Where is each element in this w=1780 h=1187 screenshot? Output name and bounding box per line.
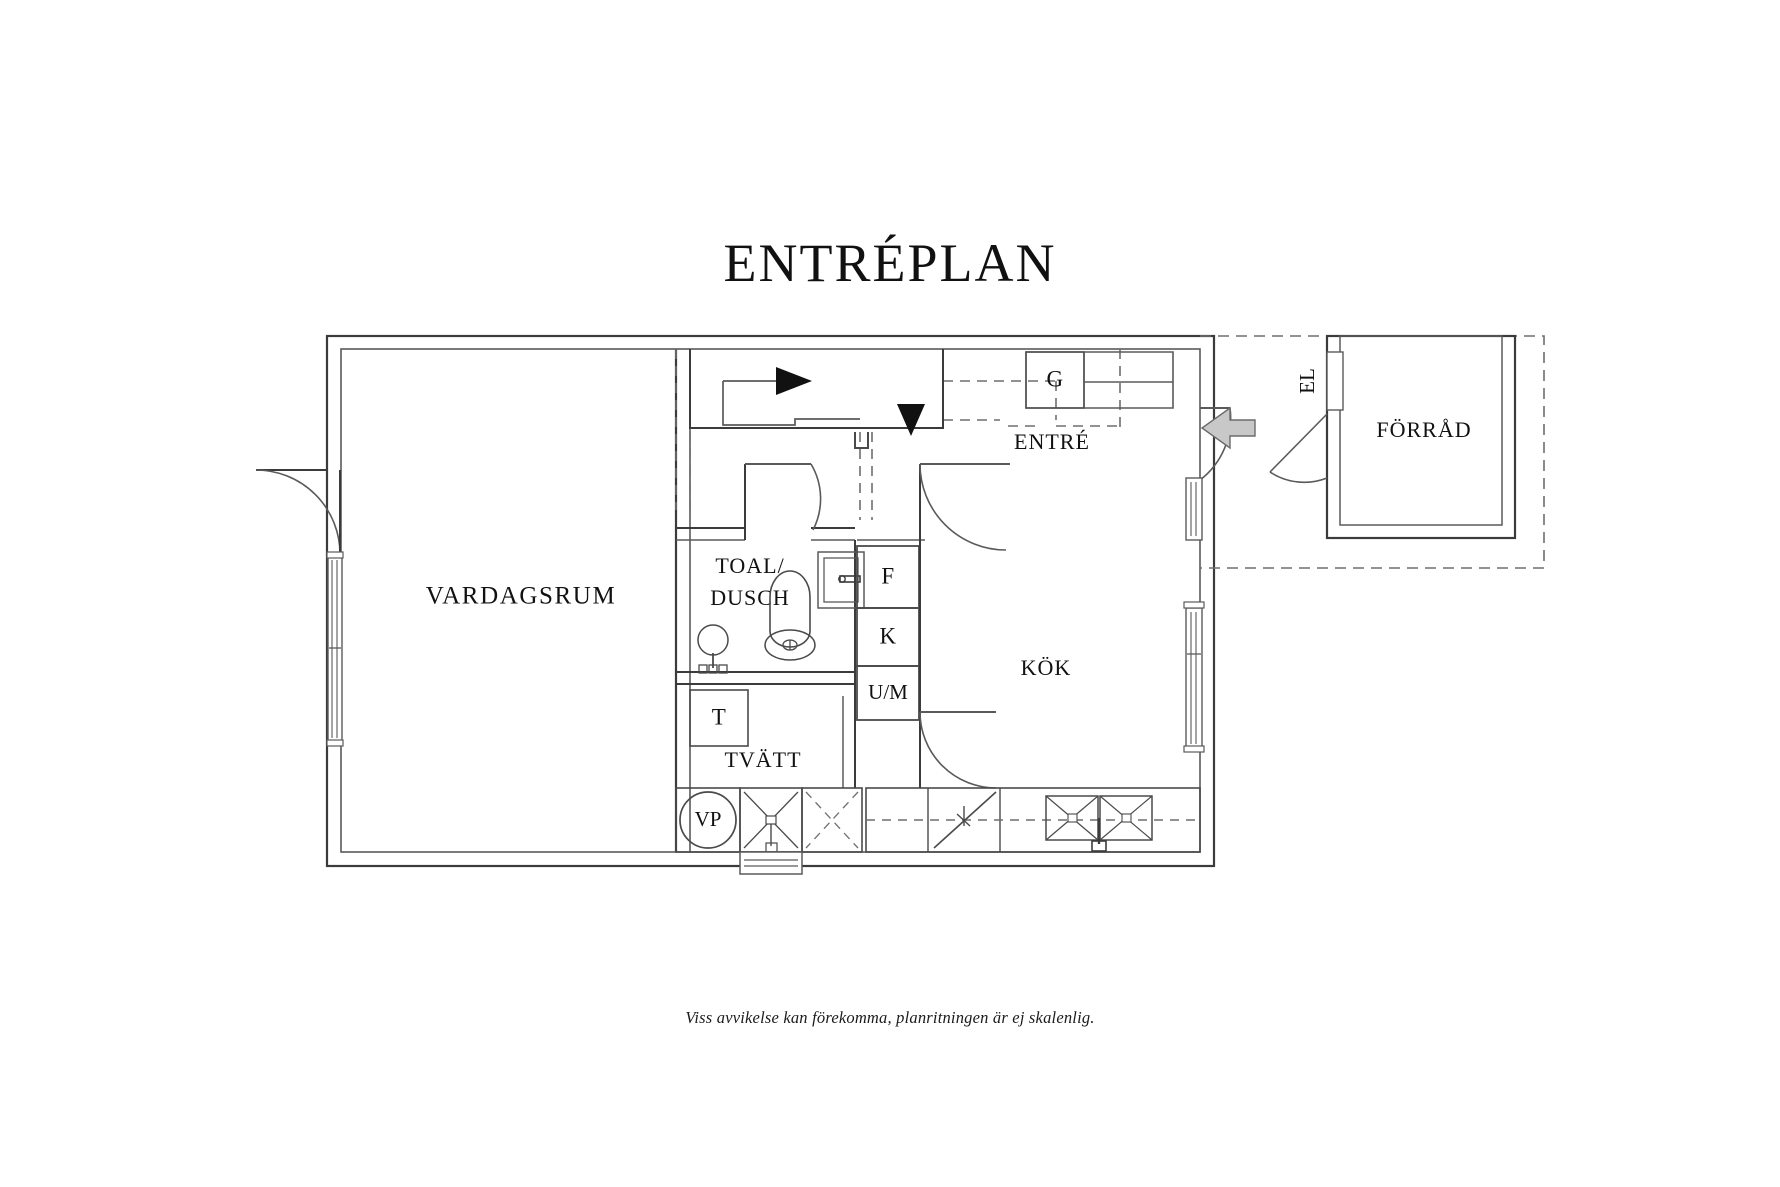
room-label-toal-dusch-line1: TOAL/ bbox=[715, 553, 784, 578]
room-toal-dusch: TOAL/ DUSCH bbox=[676, 463, 865, 685]
toilet-fixture bbox=[764, 570, 816, 661]
door-vardagsrum-left bbox=[255, 469, 341, 555]
window-frame-kok bbox=[1185, 607, 1203, 749]
dashed-canopy-right bbox=[1200, 335, 1545, 569]
wardrobe-box-g bbox=[1025, 351, 1085, 409]
window-kok-right bbox=[1183, 601, 1205, 753]
window-sill-left bbox=[326, 739, 344, 747]
sink-fixture bbox=[697, 624, 729, 674]
room-label-kok: KÖK bbox=[1021, 655, 1072, 680]
appliance-box-dryer bbox=[689, 689, 749, 747]
room-tvatt: T TVÄTT VP bbox=[675, 683, 863, 875]
front-door bbox=[1199, 406, 1256, 481]
shower-outer bbox=[817, 551, 865, 609]
room-label-tvatt: TVÄTT bbox=[724, 747, 801, 772]
room-forrad: FÖRRÅD EL bbox=[1269, 334, 1517, 540]
room-label-entre: ENTRÉ bbox=[1014, 429, 1090, 454]
window-frame-left bbox=[327, 555, 343, 743]
appliance-label-freezer: K bbox=[879, 623, 896, 648]
stair-under-door-symbol bbox=[854, 432, 869, 449]
appliance-label-dryer: T bbox=[712, 704, 727, 729]
washing-machine bbox=[739, 787, 803, 853]
toilet-bowl bbox=[769, 570, 811, 648]
kitchen-sink bbox=[1045, 795, 1153, 852]
appliance-column: F K U/M bbox=[856, 539, 925, 721]
window-head-left bbox=[326, 551, 344, 559]
window-vardagsrum-left bbox=[326, 551, 344, 747]
sink-left-drain bbox=[1067, 813, 1078, 823]
stove-symbol bbox=[933, 791, 997, 849]
stove-diagonal bbox=[933, 791, 997, 849]
door-swing-arc-tvatt-kok bbox=[919, 711, 997, 789]
entry-direction-arrow bbox=[1200, 406, 1256, 450]
stair-step-outline bbox=[722, 381, 860, 426]
door-swing-arc-bath bbox=[810, 463, 822, 531]
room-label-vardagsrum: VARDAGSRUM bbox=[426, 583, 617, 610]
heatpump-circle bbox=[679, 791, 737, 849]
sink-right-drain bbox=[1121, 813, 1132, 823]
dashed-unit-x-b bbox=[805, 791, 859, 849]
shower-fixture bbox=[817, 551, 865, 609]
sink-tap-base bbox=[1091, 840, 1107, 852]
shower-inner bbox=[823, 557, 859, 603]
electric-meter-cabinet: EL bbox=[1295, 351, 1344, 411]
forrad-outline-inner bbox=[1339, 335, 1503, 526]
electric-label-el: EL bbox=[1295, 368, 1319, 394]
room-entre: G ENTRÉ bbox=[919, 349, 1256, 551]
dashed-unit-box bbox=[801, 787, 863, 853]
upper-floor-dashed-outline bbox=[1200, 335, 1545, 569]
laundry-dashed-unit bbox=[801, 787, 863, 853]
window-frame-entre bbox=[1185, 477, 1203, 541]
room-label-toal-dusch-line2: DUSCH bbox=[710, 585, 790, 610]
hatch-frame bbox=[739, 851, 803, 875]
room-label-forrad: FÖRRÅD bbox=[1376, 417, 1471, 442]
door-swing-arc-entre-kok bbox=[919, 463, 1007, 551]
heatpump-label-vp: VP bbox=[695, 807, 722, 831]
sink-foot-mid bbox=[708, 664, 718, 674]
front-door-fill bbox=[1200, 408, 1208, 480]
forrad-door-leaf bbox=[1269, 413, 1328, 473]
appliance-label-fridge: F bbox=[881, 563, 894, 588]
shower-knob bbox=[838, 575, 846, 583]
stair-dashed-projection bbox=[675, 349, 1121, 520]
room-kok: KÖK bbox=[865, 540, 1205, 853]
door-swing-arc-left bbox=[255, 469, 341, 555]
door-tvatt-kok bbox=[919, 711, 997, 789]
el-cabinet-box bbox=[1326, 351, 1344, 411]
dashed-unit-x-a bbox=[805, 791, 859, 849]
forrad-door bbox=[1269, 413, 1328, 484]
room-vardagsrum: VARDAGSRUM bbox=[426, 349, 691, 852]
shower-handle bbox=[839, 575, 861, 583]
exterior-hatch-bottom bbox=[739, 851, 803, 875]
sink-bowl bbox=[697, 624, 729, 656]
sink-foot-left bbox=[698, 664, 708, 674]
washer-centre-mark bbox=[765, 815, 777, 825]
appliance-label-oven-micro: U/M bbox=[868, 680, 908, 704]
forrad-door-swing-arc bbox=[1269, 471, 1328, 484]
disclaimer-note: Viss avvikelse kan förekomma, planritnin… bbox=[685, 1008, 1095, 1027]
stair-direction-arrow-down bbox=[897, 404, 925, 436]
stair-direction-arrow-right bbox=[776, 367, 812, 395]
window-entre-right bbox=[1185, 477, 1203, 541]
sink-foot-right bbox=[718, 664, 728, 674]
window-kok-head bbox=[1183, 601, 1205, 609]
hall-shelf-run bbox=[1084, 351, 1174, 409]
kitchen-counter-run bbox=[865, 787, 1201, 853]
page-title: ENTRÉPLAN bbox=[723, 233, 1057, 293]
wardrobe-label-g: G bbox=[1046, 366, 1063, 391]
toilet-tank bbox=[764, 629, 816, 661]
window-kok-sill bbox=[1183, 745, 1205, 753]
